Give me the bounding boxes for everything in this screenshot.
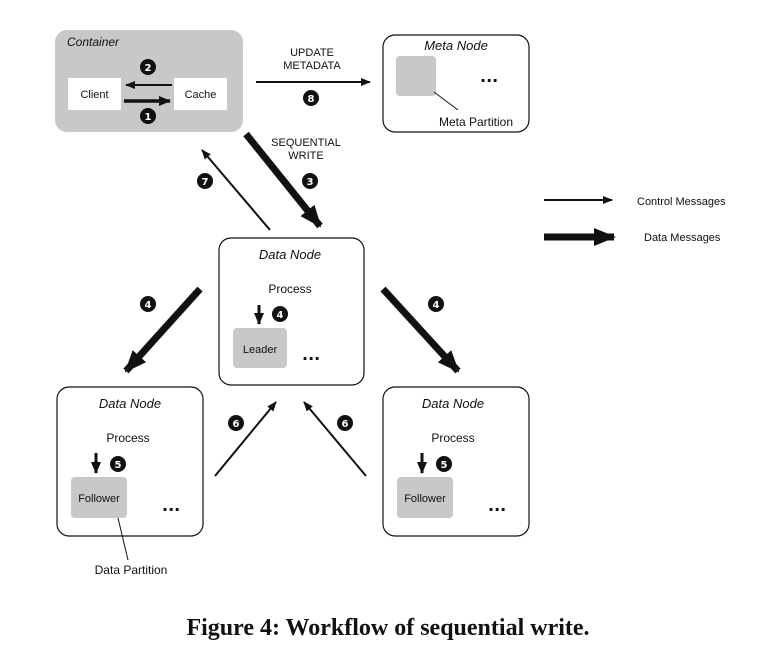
client-box [68, 78, 121, 110]
sequential-write-label-line2: WRITE [288, 150, 323, 162]
leader-partition-block [233, 328, 287, 368]
legend: Control Messages Data Messages [544, 196, 726, 246]
leader-node-dots: ... [302, 345, 320, 364]
legend-control-label: Control Messages [637, 196, 726, 208]
step-badge-3: 3 [302, 173, 318, 189]
arrow-replicate-right [380, 286, 461, 374]
step-badge-4-leader: 4 [272, 306, 288, 322]
right-follower-dots: ... [488, 496, 506, 515]
arrow-follower-left-ack [214, 401, 277, 477]
svg-text:4: 4 [145, 300, 152, 311]
svg-text:1: 1 [145, 112, 152, 123]
data-partition-pointer [117, 517, 129, 561]
update-metadata-label-line2: METADATA [283, 60, 341, 72]
step-badge-4-right: 4 [428, 296, 444, 312]
step-badge-7: 7 [197, 173, 213, 189]
left-follower-partition-block [71, 477, 127, 518]
svg-text:6: 6 [342, 419, 349, 430]
leader-data-node-box: Data Node Process 4 Leader ... [218, 237, 365, 386]
step-badge-1: 1 [140, 108, 156, 124]
arrow-sequential-write [243, 131, 323, 229]
svg-text:5: 5 [441, 460, 448, 471]
left-follower-dots: ... [162, 496, 180, 515]
left-follower-data-node-box: Data Node Process 5 Follower ... [56, 386, 204, 537]
arrow-replicate-left [123, 286, 203, 374]
container-title: Container [67, 35, 120, 49]
legend-data-label: Data Messages [644, 232, 721, 244]
update-metadata-label-line1: UPDATE [290, 47, 334, 59]
left-follower-process-label: Process [106, 431, 149, 445]
meta-node-title: Meta Node [424, 38, 488, 53]
step-badge-4-left: 4 [140, 296, 156, 312]
cache-label: Cache [185, 89, 217, 101]
arrow-ack-to-container [201, 149, 271, 231]
arrow-follower-right-ack [303, 401, 367, 477]
step-badge-2: 2 [140, 59, 156, 75]
step-badge-8: 8 [303, 90, 319, 106]
meta-partition-block [396, 56, 436, 96]
step-badge-6-right: 6 [337, 415, 353, 431]
cache-box [174, 78, 227, 110]
figure-caption: Figure 4: Workflow of sequential write. [186, 615, 590, 641]
svg-text:8: 8 [308, 94, 315, 105]
client-label: Client [80, 89, 108, 101]
right-follower-node-title: Data Node [422, 396, 484, 411]
svg-text:2: 2 [145, 63, 152, 74]
right-follower-label: Follower [404, 493, 446, 505]
sequential-write-label-line1: SEQUENTIAL [271, 137, 341, 149]
left-follower-node-title: Data Node [99, 396, 161, 411]
svg-text:5: 5 [115, 460, 122, 471]
meta-node-dots: ... [480, 67, 498, 86]
step-badge-5-left: 5 [110, 456, 126, 472]
step-badge-6-left: 6 [228, 415, 244, 431]
step-badge-5-right: 5 [436, 456, 452, 472]
svg-text:4: 4 [433, 300, 440, 311]
svg-text:7: 7 [202, 177, 209, 188]
leader-label: Leader [243, 344, 278, 356]
meta-partition-pointer [433, 91, 459, 111]
svg-text:4: 4 [277, 310, 284, 321]
leader-node-title: Data Node [259, 247, 321, 262]
right-follower-process-label: Process [431, 431, 474, 445]
container-box: Container Client Cache 2 1 [55, 30, 243, 132]
left-follower-label: Follower [78, 493, 120, 505]
right-follower-partition-block [397, 477, 453, 518]
meta-node-box: Meta Node ... Meta Partition [382, 34, 530, 133]
data-partition-label: Data Partition [95, 563, 168, 577]
svg-text:6: 6 [233, 419, 240, 430]
meta-partition-label: Meta Partition [439, 115, 513, 129]
right-follower-data-node-box: Data Node Process 5 Follower ... [382, 386, 530, 537]
leader-process-label: Process [268, 282, 311, 296]
svg-text:3: 3 [307, 177, 314, 188]
